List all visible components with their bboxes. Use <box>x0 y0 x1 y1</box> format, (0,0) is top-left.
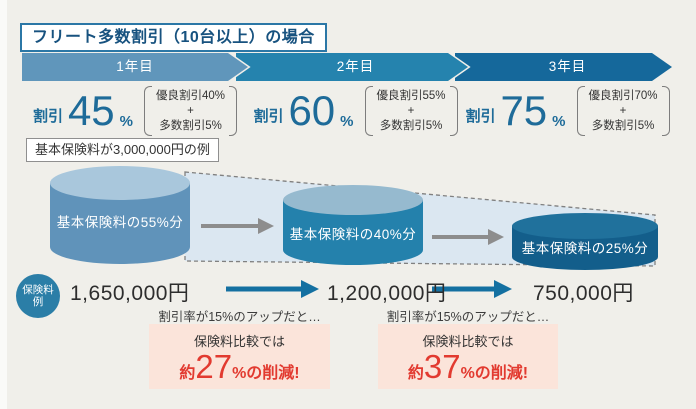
year2-discount-value: 60 <box>288 87 336 134</box>
reduction-suffix-2: %の削減! <box>460 365 529 382</box>
year3-arrow-shape <box>455 53 672 81</box>
plus-sign: + <box>619 104 627 117</box>
year3-discount-label: 割引 <box>465 107 496 125</box>
year1-banner-label: 1年目 <box>116 59 154 74</box>
year1-discount-value: 45 <box>67 87 115 134</box>
premium-amount-year2: 1,200,000円 <box>327 282 447 305</box>
gray-arrow-2 <box>432 229 504 245</box>
year-banner-arrows <box>20 51 672 83</box>
year2-discount: 割引 60 % 優良割引55% + 多数割引5% <box>243 84 468 138</box>
reduction-suffix-1: %の削減! <box>232 365 300 382</box>
badge-line1: 保険料 <box>22 284 54 296</box>
plus-sign: + <box>407 104 415 117</box>
cylinder-25-label: 基本保険料の25%分 <box>521 241 649 256</box>
blue-arrow-2 <box>432 280 512 298</box>
reduction-heading-1: 保険料比較では <box>193 334 285 349</box>
reduction-box-1: 保険料比較では 約27%の削減! <box>149 324 330 389</box>
approx-prefix: 約 <box>179 365 196 382</box>
left-bracket <box>364 86 373 136</box>
year2-breakdown-bracket: 優良割引55% + 多数割引5% <box>364 86 458 136</box>
cylinder-top <box>512 213 658 239</box>
base-premium-example-box: 基本保険料が3,000,000円の例 <box>26 138 219 162</box>
cylinder-55-percent: 基本保険料の55%分 <box>50 166 190 264</box>
right-bracket <box>449 86 458 136</box>
right-bracket <box>661 86 670 136</box>
cylinder-55-label: 基本保険料の55%分 <box>56 215 184 230</box>
year2-good-discount: 優良割引55% <box>376 89 446 102</box>
approx-prefix: 約 <box>407 365 424 382</box>
year1-discount: 割引 45 % 優良割引40% + 多数割引5% <box>22 84 248 138</box>
year3-discount: 割引 75 % 優良割引70% + 多数割引5% <box>463 84 672 138</box>
reduction-heading-2: 保険料比較では <box>422 334 514 349</box>
premium-amount-year1: 1,650,000円 <box>70 282 190 305</box>
reduction-box-2: 保険料比較では 約37%の削減! <box>378 324 558 389</box>
year1-discount-label: 割引 <box>32 107 63 125</box>
gray-arrow-1 <box>201 218 274 234</box>
year1-breakdown-bracket: 優良割引40% + 多数割引5% <box>144 86 238 136</box>
left-bracket <box>576 86 585 136</box>
year2-percent-sign: % <box>340 113 354 130</box>
year-banner-row: 1年目 2年目 3年目 <box>0 51 696 83</box>
reduction-value-2: 約37%の削減! <box>378 350 558 391</box>
page-title: フリート多数割引（10台以上）の場合 <box>20 23 327 52</box>
reduction-value-1: 約27%の削減! <box>149 350 330 391</box>
year3-fleet-discount: 多数割引5% <box>591 119 655 132</box>
reduction-percent-2: 37 <box>423 348 461 385</box>
premium-example-badge: 保険料 例 <box>16 274 60 318</box>
year1-fleet-discount: 多数割引5% <box>159 119 222 132</box>
cylinder-25-percent: 基本保険料の25%分 <box>512 213 658 270</box>
badge-line2: 例 <box>32 296 44 308</box>
left-edge-strip <box>0 0 7 409</box>
year2-banner-label: 2年目 <box>336 59 375 74</box>
right-bracket <box>229 86 238 136</box>
year3-discount-value: 75 <box>500 87 548 134</box>
cylinder-40-percent: 基本保険料の40%分 <box>283 185 423 265</box>
premium-amount-year3: 750,000円 <box>533 282 634 305</box>
year3-breakdown-bracket: 優良割引70% + 多数割引5% <box>576 86 670 136</box>
year1-percent-sign: % <box>119 113 134 130</box>
left-bracket <box>144 86 153 136</box>
discount-up-note-1: 割引率が15%のアップだと… <box>158 310 321 324</box>
year1-arrow-shape <box>20 51 251 83</box>
year2-fleet-discount: 多数割引5% <box>379 119 443 132</box>
blue-arrow-1 <box>226 280 319 298</box>
cylinder-40-label: 基本保険料の40%分 <box>289 227 417 242</box>
reduction-percent-1: 27 <box>195 348 233 385</box>
year3-good-discount: 優良割引70% <box>588 89 658 102</box>
discount-up-note-2: 割引率が15%のアップだと… <box>386 310 550 324</box>
year1-good-discount: 優良割引40% <box>156 89 226 102</box>
year3-percent-sign: % <box>552 113 566 130</box>
year2-discount-label: 割引 <box>253 107 284 125</box>
year3-banner-label: 3年目 <box>548 59 587 74</box>
cylinder-top <box>50 166 190 200</box>
plus-sign: + <box>187 104 194 117</box>
cylinder-top <box>283 185 423 215</box>
